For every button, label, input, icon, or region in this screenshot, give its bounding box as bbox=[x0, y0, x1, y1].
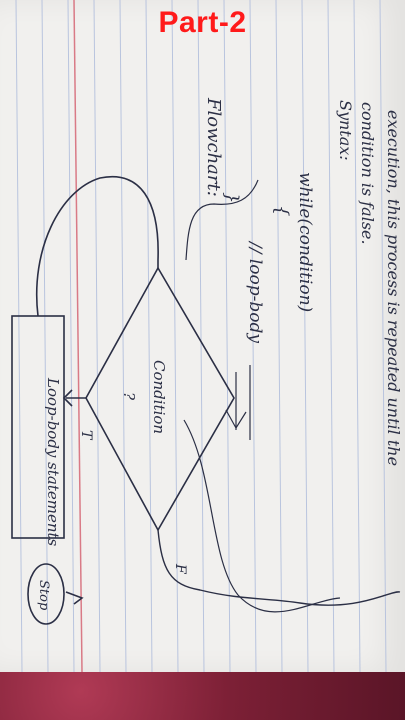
input-arrows bbox=[235, 365, 251, 440]
input-arrowhead bbox=[225, 409, 247, 430]
note-line-3: Syntax: bbox=[336, 100, 355, 161]
entry-connector bbox=[185, 179, 259, 261]
false-label: F bbox=[172, 563, 188, 575]
stop-terminal bbox=[27, 563, 65, 625]
ruled-line bbox=[41, 0, 49, 672]
false-branch-line bbox=[157, 529, 401, 606]
note-line-1: execution, this process is repeated unti… bbox=[384, 110, 403, 466]
notebook-page: Part-2 execution, this process is repeat… bbox=[0, 0, 405, 672]
ruled-lines bbox=[15, 0, 387, 672]
margin-line bbox=[73, 0, 83, 672]
fabric-background bbox=[0, 672, 405, 720]
code-close-brace: } bbox=[221, 192, 242, 203]
stop-label: Stop bbox=[36, 580, 51, 611]
ruled-line bbox=[171, 0, 179, 672]
ruled-line bbox=[275, 0, 283, 672]
ruled-line bbox=[67, 0, 75, 672]
ruled-line bbox=[197, 0, 205, 672]
decision-question: ? bbox=[120, 392, 138, 401]
secondary-connector bbox=[183, 419, 341, 613]
ruled-line bbox=[119, 0, 127, 672]
decision-label: Condition bbox=[150, 360, 168, 434]
ruled-line bbox=[145, 0, 153, 672]
loop-back-arrow bbox=[36, 175, 159, 317]
note-line-2: condition is false. bbox=[358, 102, 377, 245]
ruled-line bbox=[15, 0, 23, 672]
ruled-line bbox=[327, 0, 335, 672]
code-while: while(condition) bbox=[295, 172, 315, 312]
flowchart-label: Flowchart: bbox=[203, 97, 224, 197]
process-label: Loop-body statements bbox=[44, 377, 62, 547]
process-box bbox=[11, 315, 65, 539]
ruled-line bbox=[93, 0, 101, 672]
code-loop-body: // loop-body bbox=[245, 240, 265, 343]
code-open-brace: { bbox=[271, 205, 292, 216]
ruled-line bbox=[301, 0, 309, 672]
true-label: T bbox=[78, 430, 94, 441]
stop-arrowhead bbox=[65, 591, 84, 605]
ruled-line bbox=[379, 0, 387, 672]
ruled-line bbox=[249, 0, 257, 672]
flowchart bbox=[11, 175, 401, 625]
ruled-line bbox=[223, 0, 231, 672]
handwritten-notes: execution, this process is repeated unti… bbox=[11, 97, 403, 625]
page-title: Part-2 bbox=[158, 6, 247, 39]
notebook-rules bbox=[15, 0, 387, 672]
ruled-line bbox=[353, 0, 361, 672]
